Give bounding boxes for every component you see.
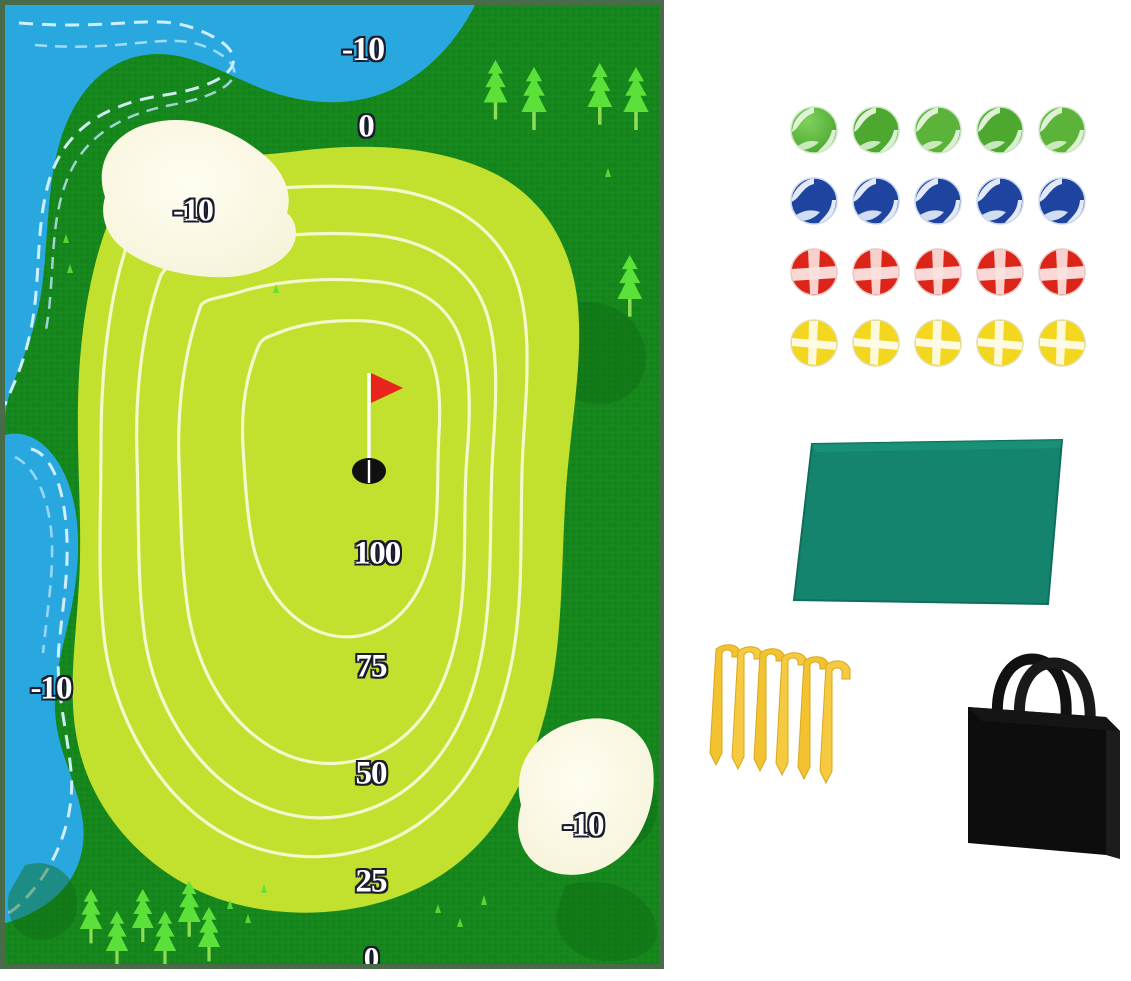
ground-stakes[interactable] [686,635,856,790]
carry-bag[interactable] [958,645,1126,867]
golf-ball-row-green [789,105,1087,155]
golf-ball-red[interactable] [913,247,963,297]
sand-bunker-shape [101,119,654,875]
golf-ball-blue[interactable] [789,176,839,226]
golf-ball-green[interactable] [851,105,901,155]
golf-ball-green[interactable] [913,105,963,155]
golf-ball-green[interactable] [1037,105,1087,155]
golf-ball-blue[interactable] [975,176,1025,226]
water-hazard-shape [5,5,475,923]
golf-ball-row-blue [789,176,1087,226]
golf-ball-red[interactable] [851,247,901,297]
golf-ball-yellow[interactable] [975,318,1025,368]
golf-ball-row-red [789,247,1087,297]
mat-artwork [5,5,659,964]
golf-ball-blue[interactable] [1037,176,1087,226]
golf-ball-red[interactable] [975,247,1025,297]
golf-ball-yellow[interactable] [789,318,839,368]
golf-ball-yellow[interactable] [851,318,901,368]
hitting-mat[interactable] [790,434,1068,611]
golf-ball-yellow[interactable] [1037,318,1087,368]
golf-ball-red[interactable] [789,247,839,297]
golf-ball-green[interactable] [789,105,839,155]
pine-tree-group [63,60,649,964]
contour-rings [98,184,529,859]
golf-ball-red[interactable] [1037,247,1087,297]
golf-target-mat[interactable]: -10 0 -10 100 75 50 25 0 -10 -10 [0,0,664,969]
golf-ball-blue[interactable] [851,176,901,226]
golf-ball-blue[interactable] [913,176,963,226]
golf-ball-yellow[interactable] [913,318,963,368]
mat-surface: -10 0 -10 100 75 50 25 0 -10 -10 [5,5,659,964]
flag-and-hole [352,373,403,484]
golf-ball-green[interactable] [975,105,1025,155]
putting-green-shape [72,146,580,913]
accessories-panel [664,0,1131,981]
golf-ball-row-yellow [789,318,1087,368]
golf-balls-grid [789,105,1087,389]
